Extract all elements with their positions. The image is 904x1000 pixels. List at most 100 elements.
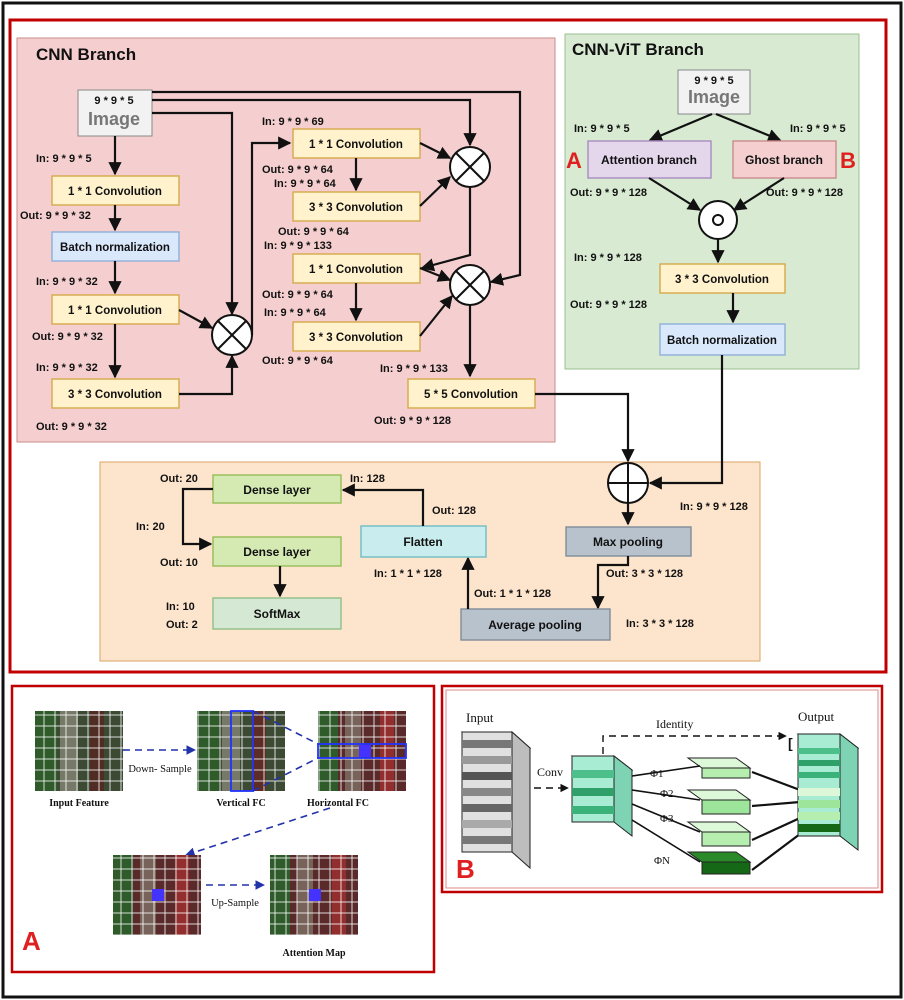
vit-in-b: In: 9 * 9 * 5 xyxy=(790,123,846,135)
cnn-conv8-box xyxy=(407,378,536,409)
ghost-branch-box xyxy=(732,140,837,179)
attention-map-caption: Attention Map xyxy=(282,948,345,959)
cnn-conv6-box xyxy=(292,253,421,284)
cnn-conv8-label: 5 * 5 Convolution xyxy=(424,389,518,401)
cnn-image-dims: 9 * 9 * 5 xyxy=(94,95,133,107)
cnn-branch-title: CNN Branch xyxy=(36,45,136,64)
head-out-soft: Out: 2 xyxy=(166,619,198,631)
ghost-map-2 xyxy=(686,789,752,815)
cnn-out-6: Out: 9 * 9 * 64 xyxy=(262,289,334,301)
cnn-image-label: Image xyxy=(88,109,140,129)
ghost-map-n xyxy=(686,851,752,875)
input-stack xyxy=(460,730,532,870)
head-out-max: Out: 3 * 3 * 128 xyxy=(606,568,683,580)
cnn-bn-box xyxy=(51,231,180,262)
head-panel xyxy=(99,461,761,662)
horizontal-fc-caption: Horizontal FC xyxy=(307,798,369,809)
vit-branch: CNN-ViT Branch 9 * 9 * 5 Image In: 9 * 9… xyxy=(564,33,860,370)
cnn-bn-label: Batch normalization xyxy=(60,242,170,254)
cnn-in-5: In: 9 * 9 * 64 xyxy=(274,178,337,190)
vit-image-box xyxy=(677,69,751,115)
maxpool-label: Max pooling xyxy=(593,535,663,549)
attention-branch-label: Attention branch xyxy=(601,153,697,167)
cnn-conv4-label: 1 * 1 Convolution xyxy=(309,139,403,151)
cnn-conv7-box xyxy=(292,321,421,352)
panel-b: Input Conv Identity [ Φ1 Φ2 Φ3 xyxy=(440,684,884,894)
cnn-out-5: Out: 9 * 9 * 64 xyxy=(278,226,350,238)
vit-branch-title: CNN-ViT Branch xyxy=(572,40,704,59)
panel-a-label: A xyxy=(22,926,41,956)
marker-a: A xyxy=(566,148,582,173)
vit-conv-label: 3 * 3 Convolution xyxy=(675,274,769,286)
maxpool-box xyxy=(565,526,692,557)
ghost-map-3 xyxy=(686,821,752,847)
cnn-branch: CNN Branch 9 * 9 * 5 Image In: 9 * 9 * 5… xyxy=(16,37,556,443)
cnn-out-7: Out: 9 * 9 * 64 xyxy=(262,355,334,367)
cnn-conv1-label: 1 * 1 Convolution xyxy=(68,186,162,198)
head-in-avg: In: 3 * 3 * 128 xyxy=(626,618,694,630)
cnn-out-1: Out: 9 * 9 * 32 xyxy=(20,210,91,222)
cnn-in-1: In: 9 * 9 * 5 xyxy=(36,153,92,165)
vit-bn-label: Batch normalization xyxy=(667,335,777,347)
dense2-box xyxy=(212,536,342,567)
cnn-in-2: In: 9 * 9 * 32 xyxy=(36,276,98,288)
cnn-conv3-label: 3 * 3 Convolution xyxy=(68,389,162,401)
cnn-out-3: Out: 9 * 9 * 32 xyxy=(36,421,107,433)
vit-in-conv: In: 9 * 9 * 128 xyxy=(574,252,642,264)
head-in-dense1: In: 128 xyxy=(350,473,385,485)
classification-head: In: 9 * 9 * 128 Max pooling Out: 3 * 3 *… xyxy=(99,355,761,662)
dense1-label: Dense layer xyxy=(243,483,311,497)
ghost-branch-label: Ghost branch xyxy=(745,153,823,167)
input-feature-tile xyxy=(35,711,123,791)
cnn-out-8: Out: 9 * 9 * 128 xyxy=(374,415,451,427)
dense2-label: Dense layer xyxy=(243,545,311,559)
cnn-conv4-box xyxy=(292,128,421,159)
panel-b-input-label: Input xyxy=(466,710,494,725)
vit-image-dims: 9 * 9 * 5 xyxy=(694,75,733,87)
cnn-out-4: Out: 9 * 9 * 64 xyxy=(262,164,334,176)
head-out-dense1: Out: 20 xyxy=(160,473,198,485)
input-feature-caption: Input Feature xyxy=(49,798,109,809)
cnn-in-8: In: 9 * 9 * 133 xyxy=(380,363,448,375)
vit-out-a: Out: 9 * 9 * 128 xyxy=(570,187,647,199)
panel-b-output-label: Output xyxy=(798,709,835,724)
cnn-conv3-box xyxy=(51,378,180,409)
cnn-conv5-box xyxy=(292,191,421,222)
vit-image-label: Image xyxy=(688,87,740,107)
phin-label: ΦN xyxy=(654,855,670,867)
head-out-avg: Out: 1 * 1 * 128 xyxy=(474,588,551,600)
avgpool-label: Average pooling xyxy=(488,618,582,632)
horizontal-fc-tile xyxy=(317,711,407,791)
panel-b-label: B xyxy=(456,854,475,884)
vit-in-a: In: 9 * 9 * 5 xyxy=(574,123,630,135)
marker-b: B xyxy=(840,148,856,173)
panel-a: Input Feature Vertical FC Horizontal FC … xyxy=(10,684,436,974)
identity-label: Identity xyxy=(656,717,693,731)
cnn-in-7: In: 9 * 9 * 64 xyxy=(264,307,327,319)
cnn-conv7-label: 3 * 3 Convolution xyxy=(309,332,403,344)
cnn-conv5-label: 3 * 3 Convolution xyxy=(309,202,403,214)
output-stack xyxy=(796,732,860,852)
attention-map-tile xyxy=(270,855,358,935)
down-sample-label: Down- Sample xyxy=(128,764,192,775)
cnn-in-3: In: 9 * 9 * 32 xyxy=(36,362,98,374)
up-sample-label: Up-Sample xyxy=(211,898,259,909)
softmax-box xyxy=(212,597,342,630)
avgpool-box xyxy=(460,608,611,641)
head-in-soft: In: 10 xyxy=(166,601,195,613)
flatten-label: Flatten xyxy=(403,535,442,549)
vertical-fc-tile xyxy=(197,710,285,792)
vit-bn-box xyxy=(659,323,786,356)
head-in-dense2: In: 20 xyxy=(136,521,165,533)
conv-label: Conv xyxy=(537,765,563,779)
head-out-flat: Out: 128 xyxy=(432,505,476,517)
vit-out-b: Out: 9 * 9 * 128 xyxy=(766,187,843,199)
up-sample-input-tile xyxy=(113,855,201,935)
conv-stack xyxy=(570,754,634,838)
phi1-label: Φ1 xyxy=(650,768,664,780)
attention-branch-box xyxy=(587,140,712,179)
cnn-in-6: In: 9 * 9 * 133 xyxy=(264,240,332,252)
ghost-map-1 xyxy=(686,757,752,779)
